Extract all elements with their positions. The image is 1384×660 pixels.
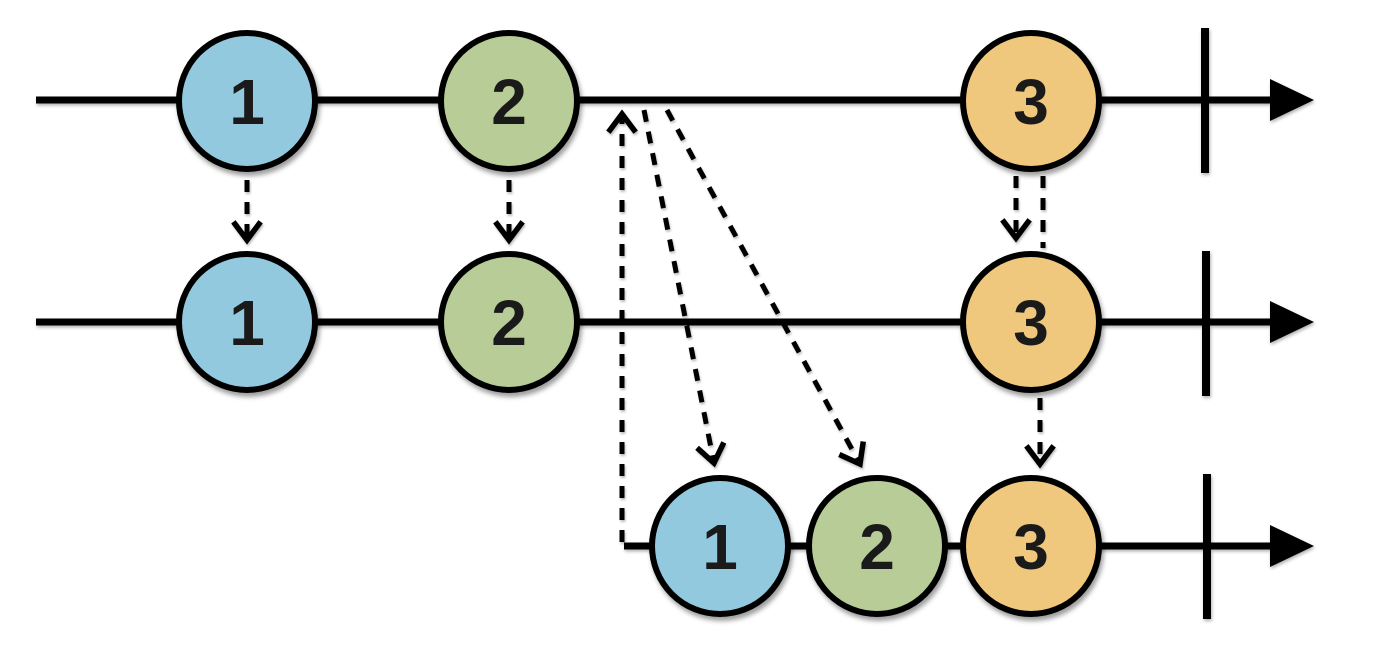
event-node-c1: 1	[649, 475, 791, 617]
event-node-c2: 2	[806, 475, 948, 617]
event-node-b3: 3	[960, 251, 1102, 393]
event-label-b3: 3	[1013, 287, 1049, 359]
event-circle-b2	[438, 251, 580, 393]
event-label-b1: 1	[229, 287, 265, 359]
event-node-a3: 3	[960, 30, 1102, 172]
event-circle-a3	[960, 30, 1102, 172]
event-label-b2: 2	[491, 287, 527, 359]
event-circle-c2	[806, 475, 948, 617]
stream-c-arrowhead-icon	[1270, 525, 1314, 567]
event-label-c3: 3	[1013, 511, 1049, 583]
event-node-c3: 3	[960, 475, 1102, 617]
event-circle-b3	[960, 251, 1102, 393]
event-node-b1: 1	[176, 251, 318, 393]
stream-a-arrowhead-icon	[1270, 79, 1314, 121]
dashed-arrow-a-to-c2	[664, 108, 866, 469]
event-node-a1: 1	[176, 30, 318, 172]
event-circle-c1	[649, 475, 791, 617]
event-label-c2: 2	[859, 511, 895, 583]
event-label-a1: 1	[229, 66, 265, 138]
message-arrows	[231, 108, 1056, 542]
event-circle-a2	[438, 30, 580, 172]
event-circle-c3	[960, 475, 1102, 617]
dashed-arrow-a-to-c1	[641, 109, 727, 468]
event-node-a2: 2	[438, 30, 580, 172]
event-label-c1: 1	[702, 511, 738, 583]
event-circle-a1	[176, 30, 318, 172]
event-node-b2: 2	[438, 251, 580, 393]
stream-b-arrowhead-icon	[1270, 301, 1314, 343]
event-label-a2: 2	[491, 66, 527, 138]
event-circle-b1	[176, 251, 318, 393]
event-label-a3: 3	[1013, 66, 1049, 138]
